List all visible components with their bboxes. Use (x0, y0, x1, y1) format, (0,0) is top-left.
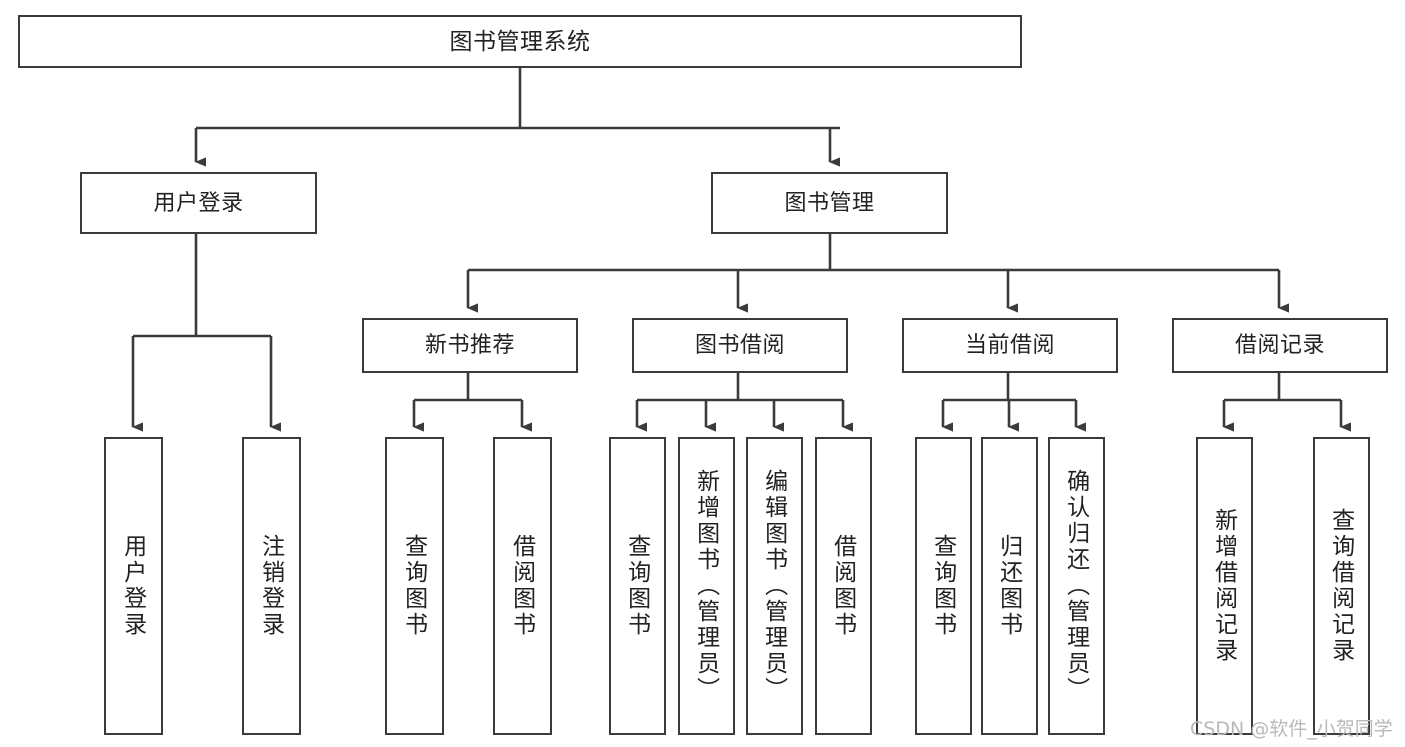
leaf-query-borrow-record-label: 查询借阅记录 (1328, 508, 1355, 664)
leaf-user-login[interactable]: 用户登录 (104, 437, 163, 735)
node-current-borrow-label: 当前借阅 (964, 332, 1055, 358)
node-current-borrow[interactable]: 当前借阅 (902, 318, 1118, 373)
node-root-label: 图书管理系统 (449, 27, 591, 54)
node-root[interactable]: 图书管理系统 (18, 15, 1022, 68)
leaf-edit-book-admin[interactable]: 编辑图书（管理员） (746, 437, 803, 735)
leaf-add-book-admin[interactable]: 新增图书（管理员） (678, 437, 735, 735)
leaf-confirm-return-admin-label: 确认归还（管理员） (1063, 469, 1090, 703)
node-new-book-recommend-label: 新书推荐 (424, 332, 515, 358)
leaf-user-logout-label: 注销登录 (258, 534, 285, 638)
leaf-borrow-book-recommend[interactable]: 借阅图书 (493, 437, 552, 735)
leaf-user-logout[interactable]: 注销登录 (242, 437, 301, 735)
leaf-user-login-label: 用户登录 (120, 534, 147, 638)
leaf-add-borrow-record-label: 新增借阅记录 (1211, 508, 1238, 664)
node-user-login[interactable]: 用户登录 (80, 172, 317, 234)
leaf-query-book-recommend[interactable]: 查询图书 (385, 437, 444, 735)
leaf-query-book-current-label: 查询图书 (930, 534, 957, 638)
leaf-borrow-book[interactable]: 借阅图书 (815, 437, 872, 735)
leaf-add-borrow-record[interactable]: 新增借阅记录 (1196, 437, 1253, 735)
leaf-query-book-borrow[interactable]: 查询图书 (609, 437, 666, 735)
node-book-management[interactable]: 图书管理 (711, 172, 948, 234)
node-new-book-recommend[interactable]: 新书推荐 (362, 318, 578, 373)
node-book-borrow[interactable]: 图书借阅 (632, 318, 848, 373)
node-book-borrow-label: 图书借阅 (694, 332, 785, 358)
leaf-confirm-return-admin[interactable]: 确认归还（管理员） (1048, 437, 1105, 735)
leaf-borrow-book-label: 借阅图书 (830, 534, 857, 638)
csdn-watermark: CSDN @软件_小贺同学 (1190, 718, 1393, 740)
node-borrow-records[interactable]: 借阅记录 (1172, 318, 1388, 373)
leaf-edit-book-admin-label: 编辑图书（管理员） (761, 469, 788, 703)
leaf-query-book-borrow-label: 查询图书 (624, 534, 651, 638)
node-borrow-records-label: 借阅记录 (1234, 332, 1325, 358)
leaf-return-book[interactable]: 归还图书 (981, 437, 1038, 735)
node-user-login-label: 用户登录 (153, 189, 244, 215)
leaf-add-book-admin-label: 新增图书（管理员） (693, 469, 720, 703)
leaf-query-borrow-record[interactable]: 查询借阅记录 (1313, 437, 1370, 735)
node-book-management-label: 图书管理 (784, 189, 875, 215)
leaf-query-book-recommend-label: 查询图书 (401, 534, 428, 638)
leaf-return-book-label: 归还图书 (996, 534, 1023, 638)
leaf-borrow-book-recommend-label: 借阅图书 (509, 534, 536, 638)
leaf-query-book-current[interactable]: 查询图书 (915, 437, 972, 735)
